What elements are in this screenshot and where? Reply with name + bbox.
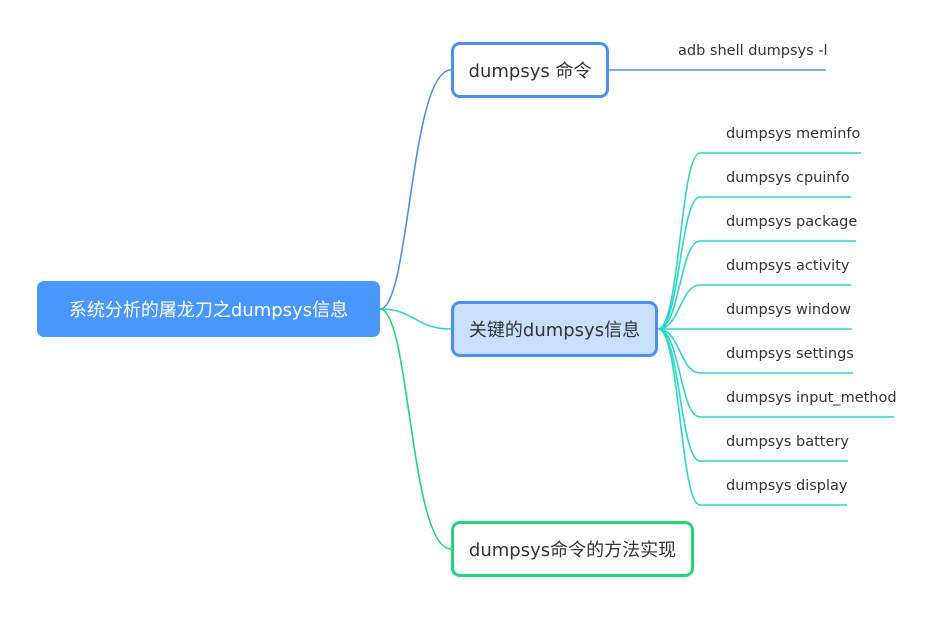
leaf-dumpsys-battery[interactable]: dumpsys battery [726, 433, 849, 451]
connector-root-to-impl [379, 308, 452, 550]
leaf-label: dumpsys settings [726, 346, 854, 362]
connector-key-to-leaf-4 [657, 284, 851, 330]
leaf-dumpsys-meminfo[interactable]: dumpsys meminfo [726, 125, 860, 143]
branch-dumpsys-implementation[interactable]: dumpsys命令的方法实现 [451, 521, 694, 577]
connector-key-to-leaf-3 [657, 240, 856, 330]
branch-dumpsys-implementation-label: dumpsys命令的方法实现 [468, 540, 677, 561]
key-info-connectors [657, 152, 894, 506]
branch-dumpsys-command[interactable]: dumpsys 命令 [451, 42, 609, 98]
root-topic-label: 系统分析的屠龙刀之dumpsys信息 [68, 300, 349, 321]
leaf-dumpsys-package[interactable]: dumpsys package [726, 213, 857, 231]
branch-dumpsys-command-label: dumpsys 命令 [468, 61, 592, 82]
connector-key-to-leaf-1 [657, 152, 861, 330]
branch-key-dumpsys-info-label: 关键的dumpsys信息 [468, 320, 641, 341]
leaf-dumpsys-cpuinfo[interactable]: dumpsys cpuinfo [726, 169, 850, 187]
leaf-dumpsys-display[interactable]: dumpsys display [726, 477, 848, 495]
connector-key-to-leaf-9 [657, 328, 847, 506]
connector-key-to-leaf-7 [657, 328, 894, 418]
leaf-dumpsys-activity[interactable]: dumpsys activity [726, 257, 849, 275]
leaf-label: dumpsys input_method [726, 390, 897, 406]
leaf-label: dumpsys window [726, 302, 852, 318]
leaf-label: adb shell dumpsys -l [678, 43, 828, 59]
leaf-label: dumpsys package [726, 214, 858, 230]
leaf-dumpsys-input-method[interactable]: dumpsys input_method [726, 389, 897, 407]
leaf-dumpsys-window[interactable]: dumpsys window [726, 301, 851, 319]
leaf-label: dumpsys cpuinfo [726, 170, 850, 186]
connector-root-to-cmd [379, 69, 452, 310]
connector-key-to-leaf-6 [657, 328, 853, 374]
leaf-dumpsys-settings[interactable]: dumpsys settings [726, 345, 854, 363]
connector-key-to-leaf-2 [657, 196, 851, 330]
leaf-adb-shell-dumpsys-l[interactable]: adb shell dumpsys -l [678, 42, 828, 60]
leaf-label: dumpsys activity [726, 258, 850, 274]
branch-key-dumpsys-info[interactable]: 关键的dumpsys信息 [451, 301, 658, 357]
leaf-label: dumpsys display [726, 478, 848, 494]
leaf-label: dumpsys battery [726, 434, 849, 450]
connector-key-to-leaf-8 [657, 328, 848, 462]
root-topic[interactable]: 系统分析的屠龙刀之dumpsys信息 [37, 281, 380, 337]
connector-root-to-key [379, 308, 452, 330]
leaf-label: dumpsys meminfo [726, 126, 861, 142]
